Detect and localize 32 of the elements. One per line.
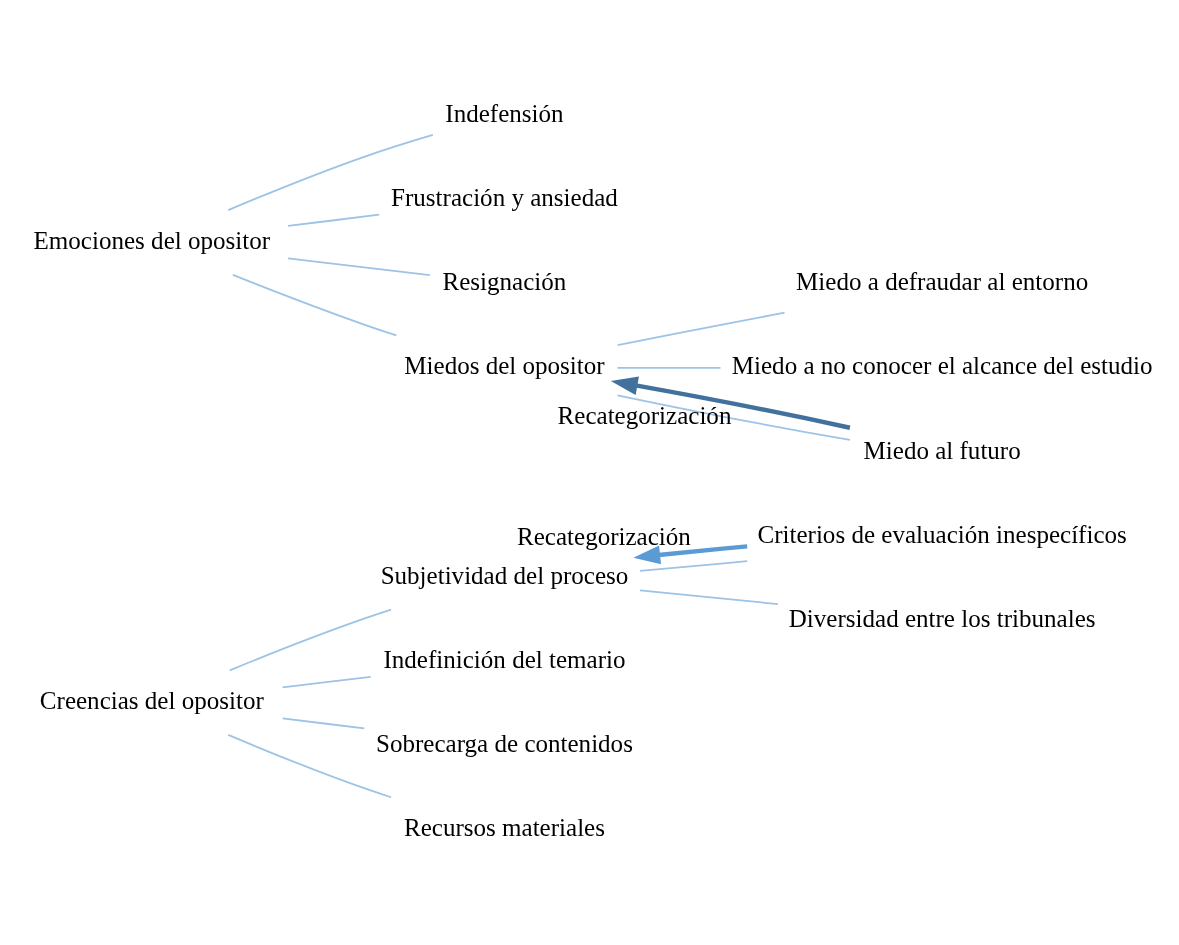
connector	[281, 676, 372, 689]
node-text: Recursos materiales	[403, 814, 605, 842]
arrow	[633, 544, 748, 565]
connector	[639, 560, 749, 572]
node-text: Frustración y ansiedad	[391, 184, 618, 212]
connector	[616, 311, 786, 347]
connector	[287, 213, 381, 227]
connector	[616, 394, 851, 441]
node-text: Criterios de evaluación inespecíficos	[757, 520, 1127, 548]
node-text: Indefinición del temario	[383, 645, 626, 673]
connector	[616, 366, 722, 369]
node-text: Creencias del opositor	[39, 687, 264, 715]
edge-label: Recategorización	[557, 401, 732, 429]
connector	[639, 589, 779, 605]
node-text: Emociones del opositor	[33, 227, 271, 255]
node-text: Subjetividad del proceso	[380, 561, 629, 589]
node-text: Indefensión	[445, 100, 564, 127]
node-text: Sobrecarga de contenidos	[376, 730, 633, 758]
node-text: Miedos del opositor	[404, 352, 605, 380]
connector	[227, 734, 392, 799]
connector	[281, 717, 366, 730]
edge-label: Recategorización	[517, 522, 691, 550]
node-text: Miedo al futuro	[863, 436, 1021, 464]
node-text: Resignación	[442, 268, 567, 296]
node-text: Miedo a defraudar al entorno	[796, 268, 1089, 296]
arrow	[610, 376, 851, 430]
node-text: Diversidad entre los tribunales	[788, 604, 1096, 632]
connector	[227, 133, 434, 211]
connector	[287, 257, 431, 276]
node-text: Miedo a no conocer el alcance del estudio	[731, 352, 1153, 380]
connector	[228, 608, 392, 672]
connector	[231, 274, 398, 337]
